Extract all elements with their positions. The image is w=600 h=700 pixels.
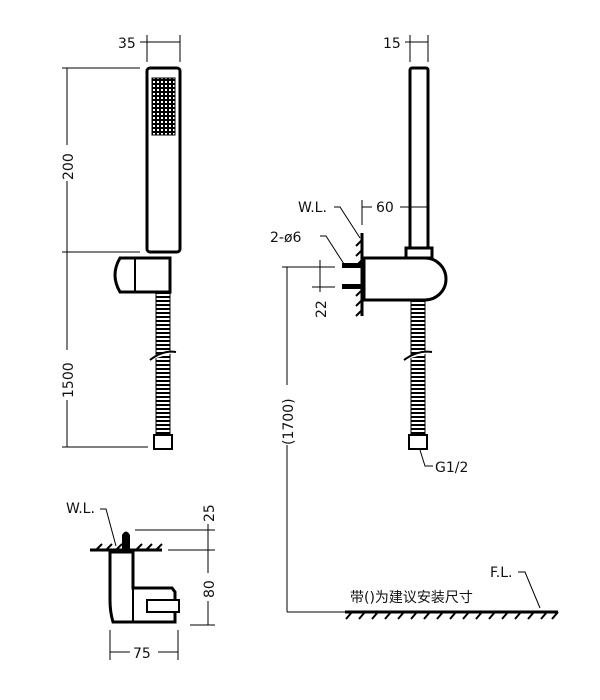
holder-body xyxy=(362,256,448,302)
offset-60-label: 60 xyxy=(376,200,394,216)
hose-nut xyxy=(153,434,173,450)
floor-line-label: F.L. xyxy=(490,565,513,581)
width-75-label: 75 xyxy=(133,646,151,662)
install-note: 带()为建议安装尺寸 xyxy=(350,590,473,606)
width-15-label: 15 xyxy=(383,36,401,52)
side-view: 15 60 W.L. 2-ø6 22 (1700) G1/2 xyxy=(270,35,468,612)
top-view: W.L. 25 80 75 xyxy=(66,500,218,662)
depth-80-label: 80 xyxy=(202,580,218,598)
hole-spacing-label: 22 xyxy=(314,300,330,318)
hose xyxy=(410,299,426,436)
hose-nut xyxy=(408,434,428,450)
bolt-depth-label: 25 xyxy=(202,504,218,522)
spray-grill xyxy=(151,77,176,136)
bolt xyxy=(342,263,362,268)
thread-label: G1/2 xyxy=(435,460,468,476)
wall-line-label: W.L. xyxy=(298,200,327,216)
bolt xyxy=(122,531,130,550)
front-view: 35 200 1500 xyxy=(58,35,182,450)
bolt xyxy=(342,284,362,289)
holes-label: 2-ø6 xyxy=(270,230,302,246)
head-length-label: 200 xyxy=(61,153,77,180)
height-label: (1700) xyxy=(281,398,297,445)
hose-length-label: 1500 xyxy=(61,362,77,398)
hose xyxy=(155,291,171,436)
wall-line-label: W.L. xyxy=(66,501,95,517)
knob xyxy=(146,599,180,613)
floor: 带()为建议安装尺寸 F.L. xyxy=(287,565,559,620)
handle xyxy=(408,66,430,252)
wall-holder xyxy=(113,256,172,294)
width-35-label: 35 xyxy=(118,36,136,52)
